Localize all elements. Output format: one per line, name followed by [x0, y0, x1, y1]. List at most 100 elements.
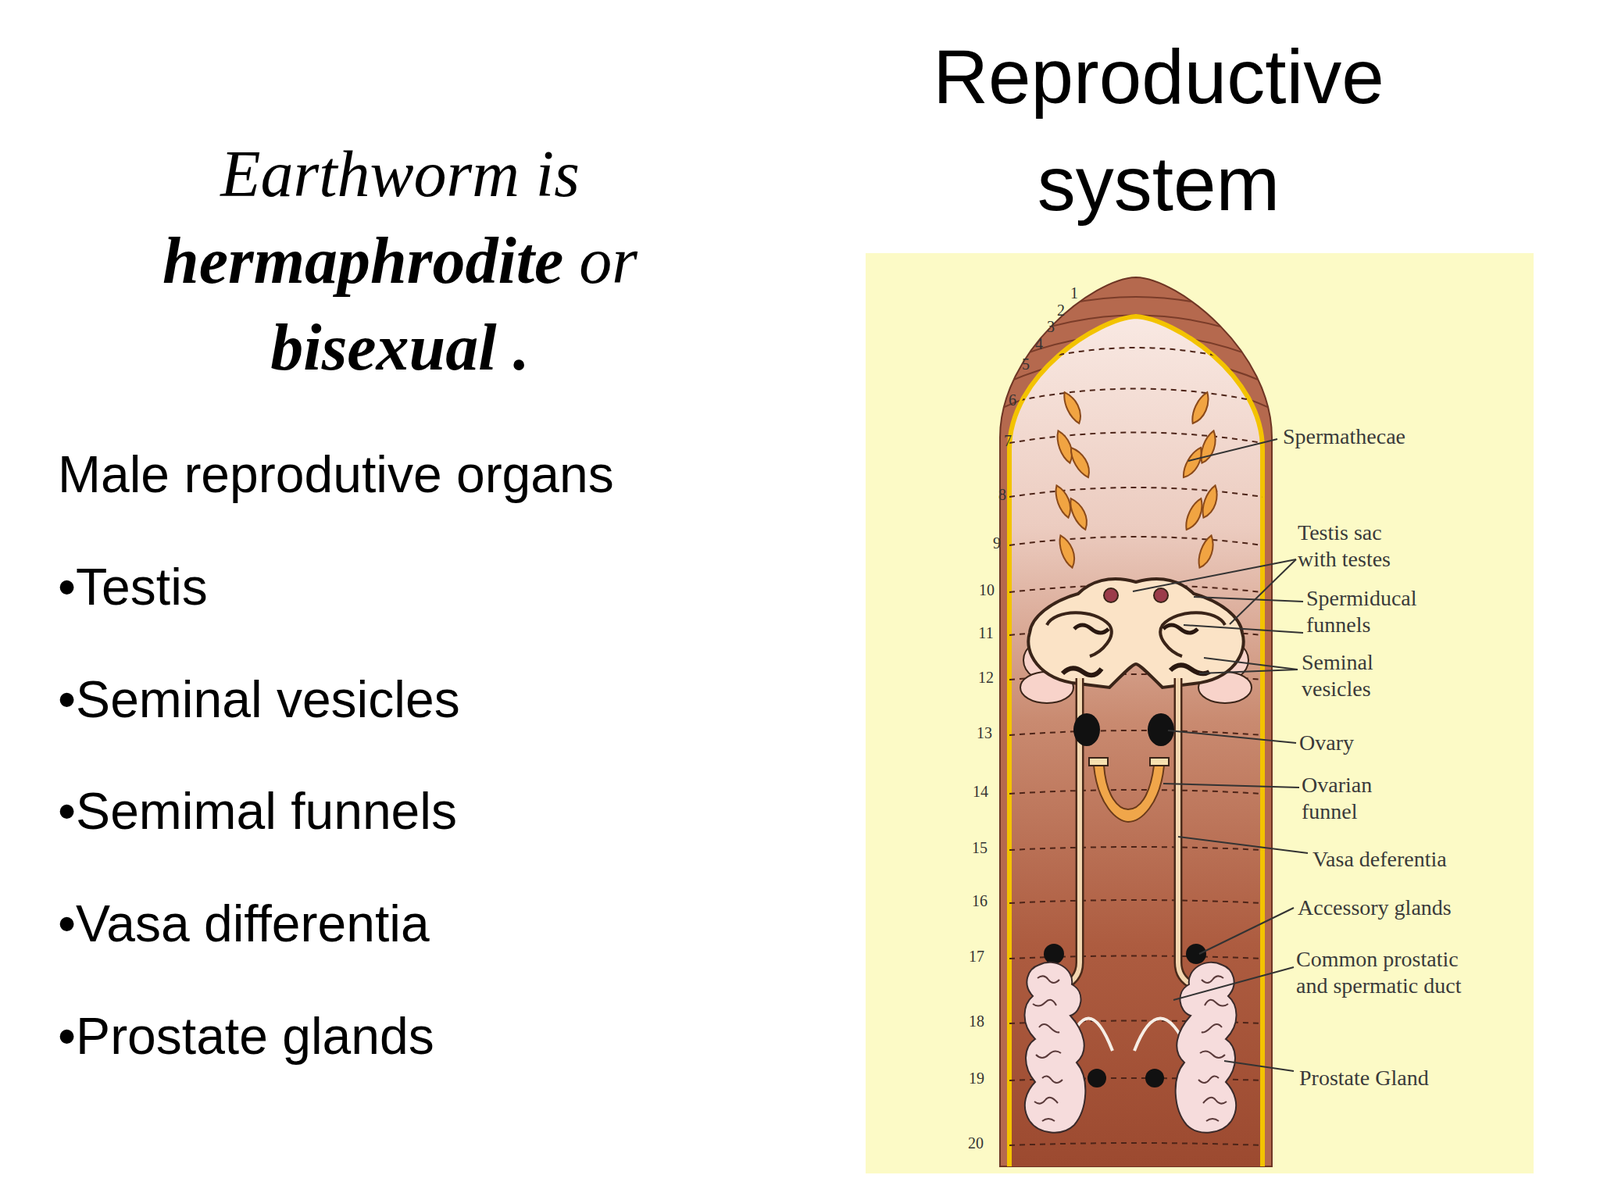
testis-sac	[1153, 588, 1168, 603]
testis-sac	[1160, 612, 1225, 657]
prostate-gland	[1032, 975, 1063, 1122]
spermatheca	[1056, 532, 1079, 569]
segment-number: 16	[971, 892, 988, 911]
segment-line	[1009, 487, 1263, 497]
list-heading: Male reprodutive organs	[57, 444, 615, 504]
worm-body	[1009, 316, 1263, 1167]
vas-deferens	[1178, 678, 1199, 988]
segment-line	[1009, 347, 1263, 1146]
segment-line	[1009, 432, 1263, 444]
leader-line	[1199, 907, 1294, 954]
segment-number: 1	[1070, 284, 1079, 303]
spermatheca	[1060, 389, 1086, 426]
ovarian-funnel	[1089, 757, 1169, 822]
list-item: •Prostate glands	[57, 1006, 435, 1066]
leader-line	[1183, 625, 1304, 633]
segment-line	[1009, 846, 1263, 850]
segment-line	[1009, 730, 1263, 736]
part-label: Common prostatic and spermatic duct	[1296, 946, 1478, 1000]
spermatheca	[1052, 389, 1222, 571]
spermatheca	[1195, 533, 1218, 570]
segment-number: 10	[978, 581, 995, 600]
ovary	[1073, 713, 1100, 747]
list-item: •Vasa differentia	[57, 893, 430, 954]
segment-number: 14	[972, 782, 989, 801]
spermatheca	[1179, 445, 1207, 481]
prostate-gland	[1024, 962, 1086, 1133]
vas-deferens	[1178, 678, 1199, 988]
segment-number: 6	[1008, 391, 1017, 410]
part-label: Ovary	[1299, 729, 1354, 757]
leader-line	[1163, 783, 1300, 788]
testis-sac	[1074, 625, 1109, 633]
leader-line	[1167, 730, 1297, 743]
heading-text: Earthworm is	[220, 135, 580, 212]
prostate-gland	[1175, 962, 1237, 1133]
slide-title: Reproductive system	[885, 23, 1433, 238]
segment-line	[1009, 1142, 1263, 1146]
part-label: Spermiducal funnels	[1306, 585, 1447, 639]
leader-line	[1224, 1060, 1294, 1072]
segment-number: 19	[968, 1069, 985, 1088]
accessory-gland	[1087, 1068, 1107, 1088]
segment-line	[1009, 347, 1263, 368]
leader-line	[1178, 836, 1308, 854]
leader-line	[1188, 439, 1278, 461]
prostate-gland	[1198, 975, 1229, 1122]
testis-sac	[1062, 667, 1102, 675]
heading-line: hermaphroditeor	[162, 222, 638, 299]
part-label: Testis sac with testes	[1297, 519, 1415, 573]
leader-line	[1193, 596, 1304, 602]
spermatheca	[1067, 444, 1094, 480]
segment-number: 18	[968, 1012, 985, 1031]
segment-number: 8	[998, 485, 1007, 504]
heading-text: or	[578, 222, 638, 299]
accessory-gland	[1185, 943, 1207, 965]
leader-line	[1173, 967, 1294, 1000]
list-item: •Seminal vesicles	[57, 669, 461, 729]
list-item: •Semimal funnels	[57, 781, 458, 841]
part-label: Spermathecae	[1282, 423, 1406, 450]
heading-text: hermaphrodite	[162, 222, 564, 299]
worm-body	[992, 277, 1280, 1167]
ovarian-funnel	[1150, 757, 1169, 766]
part-label: Vasa deferentia	[1312, 846, 1447, 873]
part-label: Prostate Gland	[1299, 1064, 1429, 1092]
segment-number: 7	[1003, 432, 1012, 450]
leader-line	[1132, 559, 1297, 592]
leader-line	[1199, 669, 1298, 674]
segment-number: 12	[978, 668, 994, 687]
segment-number: 11	[978, 624, 993, 643]
ovary	[1147, 713, 1175, 747]
segment-number: 20	[967, 1134, 984, 1153]
leader-line	[1203, 657, 1298, 670]
leader-line	[1132, 439, 1308, 1072]
prostate-gland	[1175, 962, 1237, 1133]
ovarian-funnel	[1089, 757, 1108, 766]
part-label: Seminal vesicles	[1301, 649, 1411, 703]
segment-number: 2	[1057, 301, 1065, 320]
testis-sac	[1170, 664, 1210, 674]
part-label: Ovarian funnel	[1301, 771, 1404, 825]
spermatheca	[1182, 496, 1208, 533]
testis-sac	[1028, 578, 1243, 688]
list-item: •Testis	[57, 557, 208, 617]
background-panel	[865, 253, 1534, 1174]
worm-body	[1000, 277, 1272, 1167]
heading-text: bisexual .	[270, 309, 529, 386]
accessory-gland	[1145, 1068, 1165, 1088]
segment-number: 3	[1046, 317, 1055, 336]
segment-number: 4	[1035, 335, 1043, 354]
testis-sac	[1046, 612, 1112, 657]
segment-number: 9	[992, 534, 1001, 553]
segment-number: 13	[976, 724, 993, 743]
testis-sac	[1103, 588, 1118, 603]
segment-line	[1009, 536, 1263, 546]
spermatheca	[1188, 390, 1214, 427]
prostate-gland	[1024, 962, 1086, 1133]
accessory-gland	[1043, 943, 1065, 965]
ovary	[1073, 713, 1175, 747]
segment-number: 5	[1021, 355, 1030, 374]
vas-deferens	[1059, 678, 1199, 988]
